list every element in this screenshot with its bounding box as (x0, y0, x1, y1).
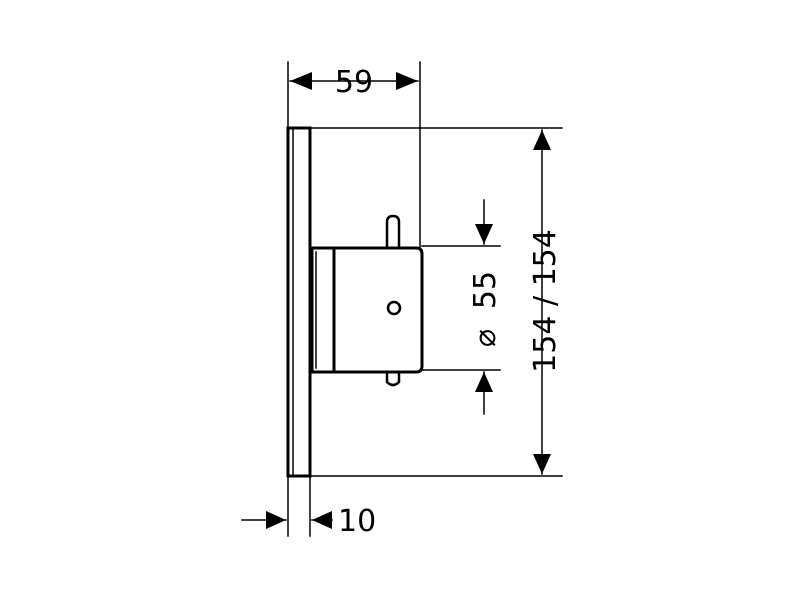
arrowheads (266, 72, 551, 529)
height-label: 154 / 154 (528, 229, 563, 373)
extension-lines (287, 61, 563, 537)
handle-body (332, 214, 424, 387)
plate-thickness-label: 10 (338, 504, 376, 539)
arrowhead-up (533, 130, 551, 150)
arrowhead-left (312, 511, 332, 529)
arrowhead-right (396, 72, 418, 90)
depth-label: 59 (335, 65, 373, 100)
cover-plate (286, 126, 312, 478)
arrowhead-right (266, 511, 286, 529)
collar (310, 246, 336, 374)
arrowhead-down (475, 224, 493, 244)
arrowhead-left (290, 72, 312, 90)
diameter-value-label: 55 (468, 271, 503, 309)
arrowhead-down (533, 454, 551, 474)
diameter-symbol: ⌀ (468, 329, 503, 347)
arrowhead-up (475, 372, 493, 392)
